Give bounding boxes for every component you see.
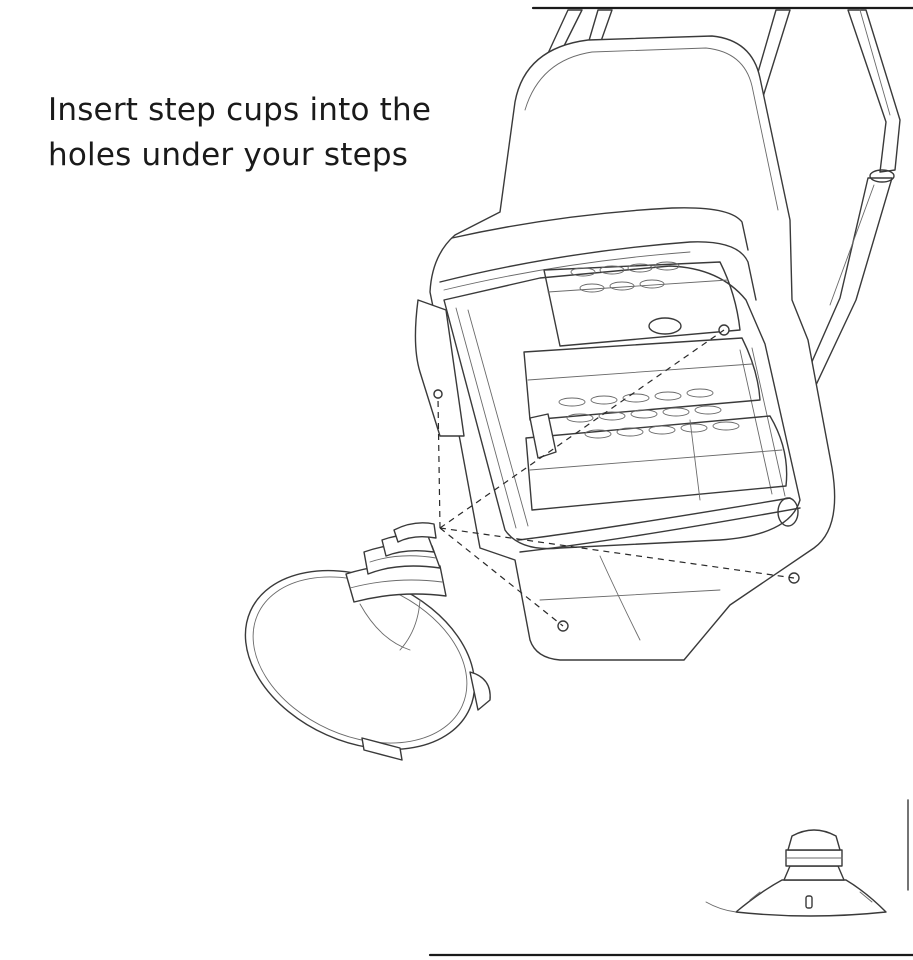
instruction-text: Insert step cups into the holes under yo… xyxy=(48,88,448,178)
stool-base-icon xyxy=(517,497,801,641)
dashed-guide-lines xyxy=(437,329,795,627)
cup-hole-left-icon xyxy=(433,389,443,399)
instruction-line-1: Insert step cups into the xyxy=(48,92,432,128)
suction-cup-icon xyxy=(244,522,491,761)
suction-cup-side-view-icon xyxy=(705,799,909,917)
rear-foot-icon xyxy=(777,497,799,527)
instruction-line-2: holes under your steps xyxy=(48,137,409,173)
side-latch-icon xyxy=(529,413,557,459)
stool-cavity-icon xyxy=(443,261,801,550)
step-stool-underside-illustration xyxy=(414,9,901,661)
